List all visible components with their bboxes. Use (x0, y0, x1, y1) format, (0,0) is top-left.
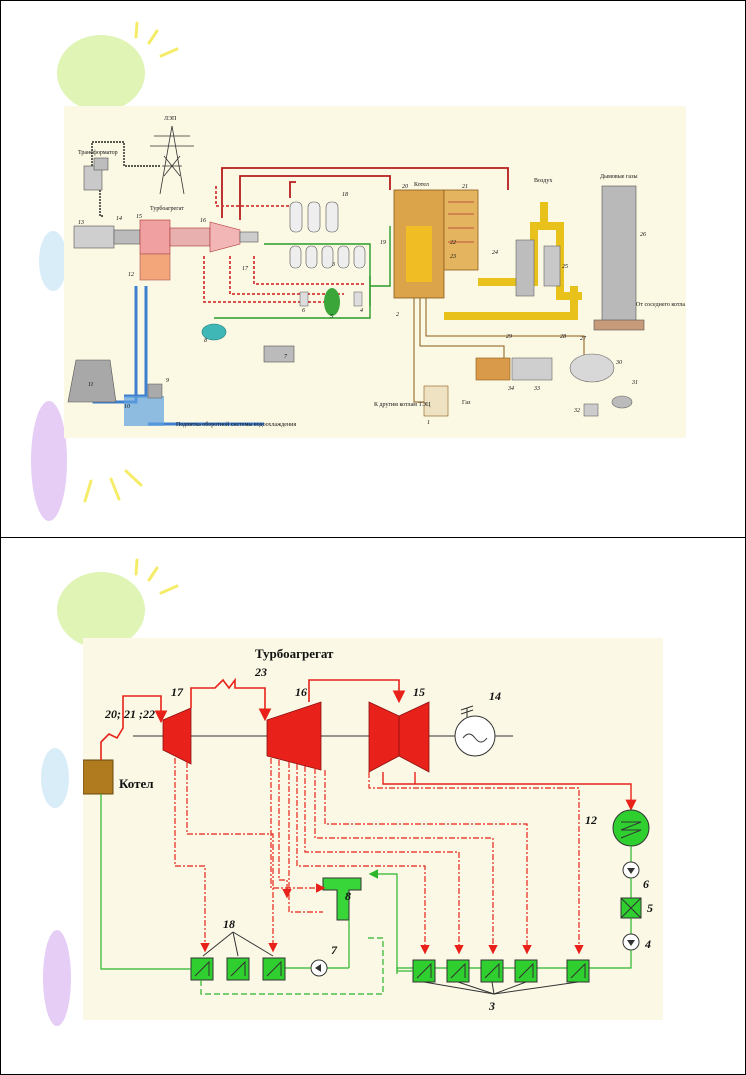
turbine-15-right (398, 701, 430, 773)
lp-heaters-3 (412, 959, 590, 983)
air-heater (515, 239, 561, 297)
other-boilers-label: К другим котлам ТЭЦ (374, 402, 431, 408)
turbine-unit-label: Турбоагрегат (150, 205, 184, 212)
num-17-label: 17 (171, 685, 184, 699)
fuel-prep-units (423, 353, 633, 417)
turbine-17 (162, 707, 192, 765)
num-4-label: 4 (644, 937, 651, 951)
num-18: 18 (342, 192, 348, 198)
num-33: 33 (533, 386, 540, 392)
deaerator-8 (322, 877, 362, 921)
num-28: 28 (560, 334, 566, 340)
regenerative-heaters (201, 201, 366, 363)
num-16-label: 16 (295, 685, 307, 699)
num-31: 31 (631, 380, 638, 386)
num-17: 17 (242, 266, 249, 272)
num-8-label: 8 (345, 889, 351, 903)
num-30: 30 (615, 360, 622, 366)
boiler-refs-label: 20; 21 ;22 (104, 707, 155, 721)
boiler (393, 189, 479, 299)
num-6-label: 6 (643, 877, 649, 891)
num-20: 20 (402, 184, 408, 190)
turbine-shaft (73, 219, 259, 281)
lep-label: ЛЭП (164, 116, 177, 122)
gas-label: Газ (462, 400, 471, 406)
generator-14 (454, 715, 496, 757)
num-6: 6 (302, 308, 305, 314)
num-15-label: 15 (413, 685, 425, 699)
thermal-cycle-diagram: Котел 20; 21 ;22 17 23 Турбоагрегат 16 1… (82, 646, 653, 1013)
slide-2: Котел 20; 21 ;22 17 23 Турбоагрегат 16 1… (0, 537, 746, 1075)
num-27: 27 (580, 336, 587, 342)
boiler-box (82, 759, 114, 795)
power-line-tower (150, 125, 194, 195)
num-32: 32 (573, 408, 580, 414)
num-5: 5 (330, 314, 333, 320)
neighbor-boiler-label: От соседнего котла (636, 302, 685, 308)
num-12-label: 12 (585, 813, 597, 827)
num-14-label: 14 (489, 689, 501, 703)
num-19: 19 (380, 240, 386, 246)
num-22: 22 (450, 240, 456, 246)
makeup-label: Подпитка оборотной системы водоохлаждени… (176, 421, 296, 428)
hp-heaters-18 (190, 957, 286, 981)
num-34: 34 (507, 385, 514, 392)
num-3-label: 3 (488, 999, 495, 1013)
tec-schematic-panel: ЛЭП Трансформатор Турбоагрегат (64, 106, 686, 438)
num-8: 8 (204, 338, 207, 344)
num-29: 29 (506, 334, 512, 340)
reheat-line (190, 677, 272, 722)
num-24: 24 (492, 249, 498, 256)
crossover-line (308, 679, 406, 704)
turbine-15-left (368, 701, 400, 773)
slide-1: ЛЭП Трансформатор Турбоагрегат (0, 0, 746, 538)
transformer (83, 157, 109, 191)
turbine-16 (266, 701, 322, 771)
transformer-label: Трансформатор (78, 149, 118, 156)
air-label: Воздух (534, 178, 552, 184)
thermal-cycle-panel: Котел 20; 21 ;22 17 23 Турбоагрегат 16 1… (82, 638, 663, 1020)
num-4: 4 (360, 307, 363, 314)
flue-gas-label: Дымовые газы (600, 174, 637, 180)
num-18-label: 18 (223, 917, 235, 931)
num-2: 2 (396, 312, 399, 318)
drain-line (200, 937, 384, 995)
turbine-unit-label: Турбоагрегат (255, 646, 334, 661)
num-14: 14 (116, 215, 122, 222)
num-9: 9 (166, 378, 169, 384)
num-7: 7 (284, 354, 288, 360)
num-15: 15 (136, 214, 142, 220)
num-1: 1 (427, 420, 430, 426)
extraction-lines (174, 758, 584, 955)
boiler-label: Котел (414, 182, 429, 188)
exhaust-line (382, 772, 637, 811)
num-5-label: 5 (647, 901, 653, 915)
boiler-label: Котел (119, 776, 154, 791)
main-steam-line (100, 695, 168, 760)
chimney (593, 185, 645, 331)
feed-water-return (100, 794, 191, 970)
num-12: 12 (128, 272, 134, 278)
cooling-tower (67, 359, 164, 426)
num-11: 11 (88, 382, 94, 388)
num-26: 26 (640, 232, 646, 238)
num-7-label: 7 (331, 943, 338, 957)
num-25: 25 (562, 264, 568, 270)
num-16: 16 (200, 218, 206, 224)
tec-process-schematic: ЛЭП Трансформатор Турбоагрегат (67, 116, 685, 428)
num-3: 3 (331, 262, 335, 268)
num-10: 10 (124, 404, 130, 410)
num-13: 13 (78, 220, 84, 226)
num-23-label: 23 (254, 665, 267, 679)
slide1-number-labels: 1 2 3 4 5 6 7 8 9 10 11 12 13 14 15 16 1… (78, 184, 646, 426)
num-21: 21 (462, 184, 468, 190)
slide-decoration (41, 558, 179, 1026)
cooling-water-lines (92, 286, 264, 426)
steam-lines (203, 167, 509, 303)
num-23: 23 (450, 254, 456, 260)
feed-water-lines (214, 226, 391, 319)
generator-terminal (460, 705, 474, 718)
condenser-12 (612, 809, 650, 847)
slide-decoration (31, 21, 179, 521)
